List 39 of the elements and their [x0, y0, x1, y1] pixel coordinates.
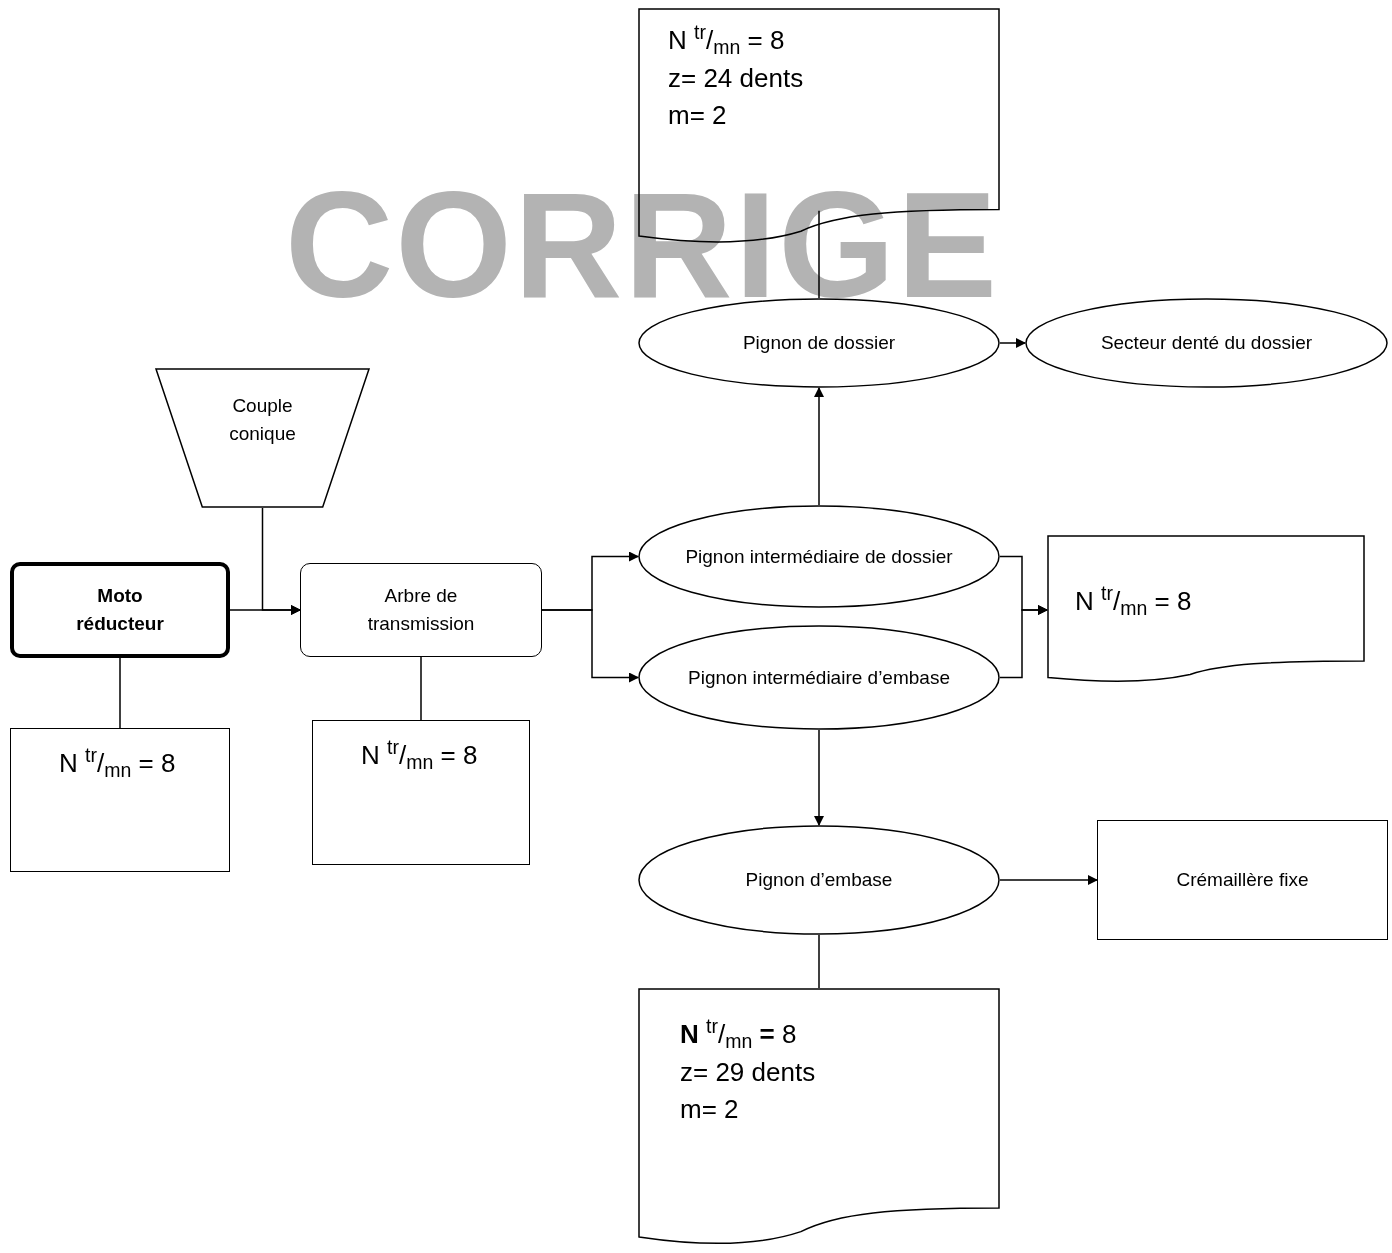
trapezoid-box [155, 368, 370, 508]
node-label: Pignon d’embase [745, 868, 893, 893]
arrow [999, 338, 1026, 348]
process-ellipse [638, 505, 1000, 608]
value-text: m= 2 [668, 99, 727, 133]
node-label: Pignon de dossier [742, 331, 896, 356]
value-text: z= 24 dents [668, 61, 804, 95]
process-box [300, 563, 542, 657]
document-box [1047, 535, 1365, 685]
arrow [999, 875, 1098, 885]
value-text: z= 29 dents [680, 1055, 816, 1089]
value-box [10, 728, 230, 872]
node-label: Moto réducteur [75, 583, 165, 636]
node-label: Pignon intermédiaire de dossier [685, 544, 953, 569]
node-label: Arbre de transmission [366, 584, 476, 636]
arrow [814, 729, 824, 826]
value-text: N $^{tr}$/$_{mn}$ = 8 [668, 22, 785, 60]
process-ellipse [638, 825, 1000, 935]
node-label: Pignon intermédiaire d’embase [688, 665, 950, 690]
connector-line [119, 657, 121, 729]
value-text: N $^{tr}$/$_{mn}$ = 8 [1075, 583, 1192, 621]
arrow [814, 387, 824, 506]
value-box [312, 720, 530, 865]
arrow [261, 507, 301, 615]
process-box [10, 562, 230, 658]
process-ellipse [1025, 298, 1388, 388]
process-box [1097, 820, 1388, 940]
node-label: Secteur denté du dossier [1100, 331, 1313, 356]
value-text: N $^{tr}$/$_{mn}$ = 8 [59, 745, 176, 783]
value-text: N $^{tr}$/$_{mn}$ = 8 [680, 1016, 797, 1054]
value-text: N $^{tr}$/$_{mn}$ = 8 [361, 737, 478, 775]
value-text: m= 2 [680, 1093, 739, 1127]
arrow [541, 609, 639, 683]
connector-line [818, 934, 820, 989]
node-label: Couple conique [228, 394, 297, 446]
arrow [999, 605, 1048, 679]
connector-line [420, 656, 422, 721]
process-ellipse [638, 625, 1000, 730]
node-label: Crémaillère fixe [1176, 868, 1309, 893]
